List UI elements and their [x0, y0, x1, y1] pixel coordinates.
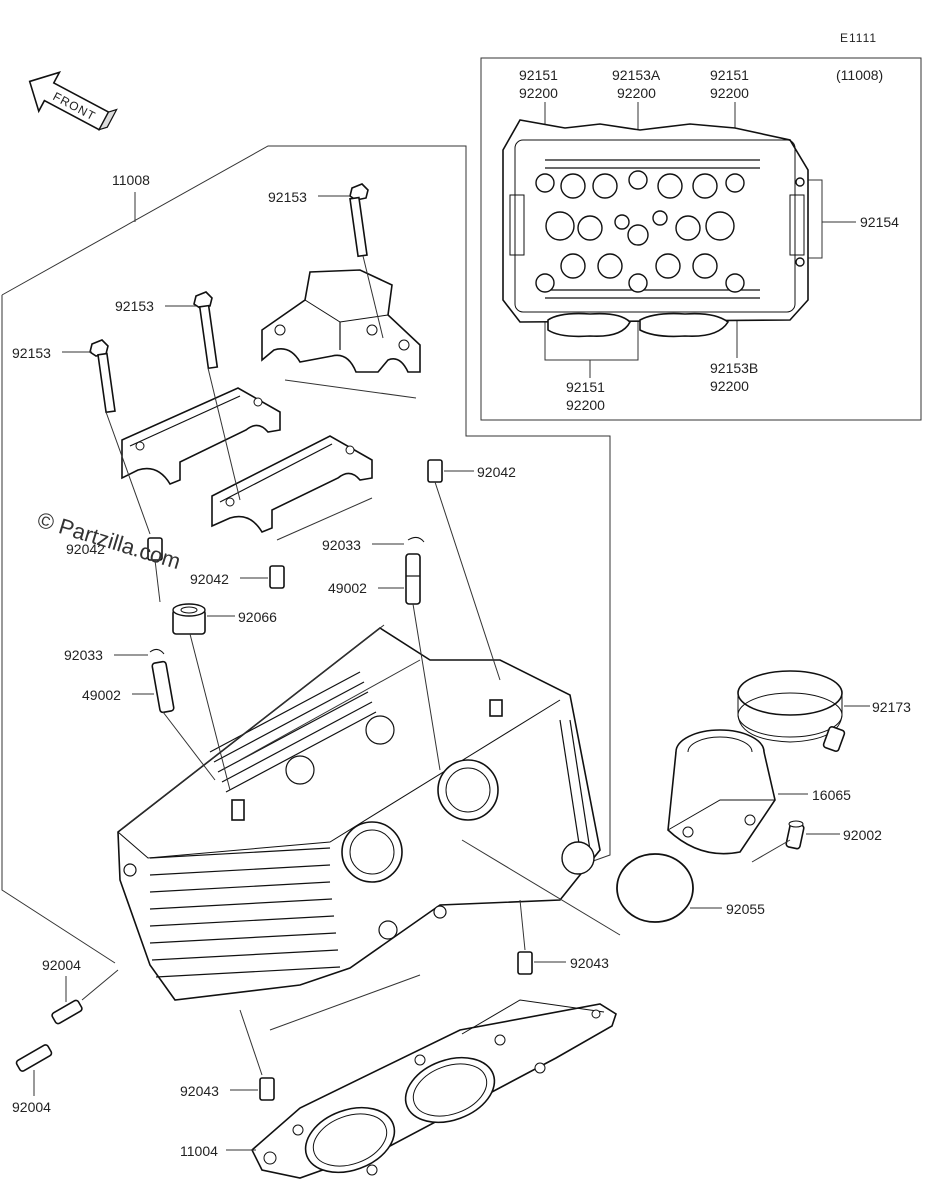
label-92066: 92066: [238, 609, 277, 625]
inset-label-92151-c: 92151: [566, 379, 605, 395]
label-49002-left: 49002: [82, 687, 121, 703]
front-arrow-icon: FRONT: [28, 70, 118, 131]
clip-92033-right: [407, 536, 425, 543]
label-92153-left: 92153: [12, 345, 51, 361]
assembly-boundary: [1, 145, 611, 881]
leader-92002-b: [751, 839, 791, 863]
inset-note: (11008): [836, 67, 883, 83]
label-92153-top: 92153: [268, 189, 307, 205]
bolt-92153-top: [349, 183, 369, 258]
inset-label-92153a: 92153A: [612, 67, 661, 83]
inset-head-topview: [502, 119, 809, 338]
bolt-92153-left: [89, 339, 116, 414]
assembly-boundary-lower: [1, 295, 116, 964]
diagram-code: E1111: [840, 31, 877, 45]
inset-label-92200-c: 92200: [710, 85, 749, 101]
cylinder-head: [117, 627, 601, 1001]
inset-label-92200-e: 92200: [710, 378, 749, 394]
inset-label-92200-b: 92200: [617, 85, 656, 101]
label-92055: 92055: [726, 901, 765, 917]
camshaft-cap-left-lower: [211, 435, 373, 533]
leader-92004-link: [81, 969, 119, 1001]
o-ring-92055: [616, 853, 694, 923]
label-11004: 11004: [180, 1143, 218, 1159]
label-16065: 16065: [812, 787, 851, 803]
dowel-92043-left: [259, 1077, 275, 1101]
dowel-92043-right: [517, 951, 533, 975]
inset-box: [480, 57, 922, 421]
bolt-92153-mid: [193, 291, 219, 370]
dowel-92042-right: [427, 459, 443, 483]
camshaft-holder-top: [261, 269, 421, 373]
carburetor-holder-16065: [667, 729, 776, 855]
inset-label-92151-b: 92151: [710, 67, 749, 83]
label-92002: 92002: [843, 827, 882, 843]
label-92043-left: 92043: [180, 1083, 219, 1099]
label-92004-top: 92004: [42, 957, 81, 973]
label-92042-center: 92042: [190, 571, 229, 587]
clip-92033-left: [149, 648, 165, 655]
inset-label-92154: 92154: [860, 214, 899, 230]
inset-label-92151-a: 92151: [519, 67, 558, 83]
label-92042-right: 92042: [477, 464, 516, 480]
assembly-leaders: [105, 255, 621, 1076]
label-11008: 11008: [112, 172, 150, 188]
head-gasket-11004: [251, 999, 617, 1179]
inset-label-92153b: 92153B: [710, 360, 758, 376]
stud-92004-top: [51, 999, 83, 1025]
dowel-92042-center: [269, 565, 285, 589]
label-92043-right: 92043: [570, 955, 609, 971]
label-92004-bottom: 92004: [12, 1099, 51, 1115]
label-92153-mid: 92153: [115, 298, 154, 314]
label-92173: 92173: [872, 699, 911, 715]
bolt-92002: [785, 820, 805, 850]
inset-label-92200-a: 92200: [519, 85, 558, 101]
stud-92004-bottom: [15, 1044, 53, 1072]
valve-guide-49002-right: [405, 553, 421, 605]
valve-guide-49002-left: [151, 660, 175, 714]
inset-label-92200-d: 92200: [566, 397, 605, 413]
label-92042-left: 92042: [66, 541, 105, 557]
camshaft-cap-left-upper: [121, 387, 281, 485]
label-92033-left: 92033: [64, 647, 103, 663]
clamp-92173: [737, 670, 846, 753]
label-49002-right: 49002: [328, 580, 367, 596]
label-92033-right: 92033: [322, 537, 361, 553]
plug-92066: [172, 603, 206, 635]
